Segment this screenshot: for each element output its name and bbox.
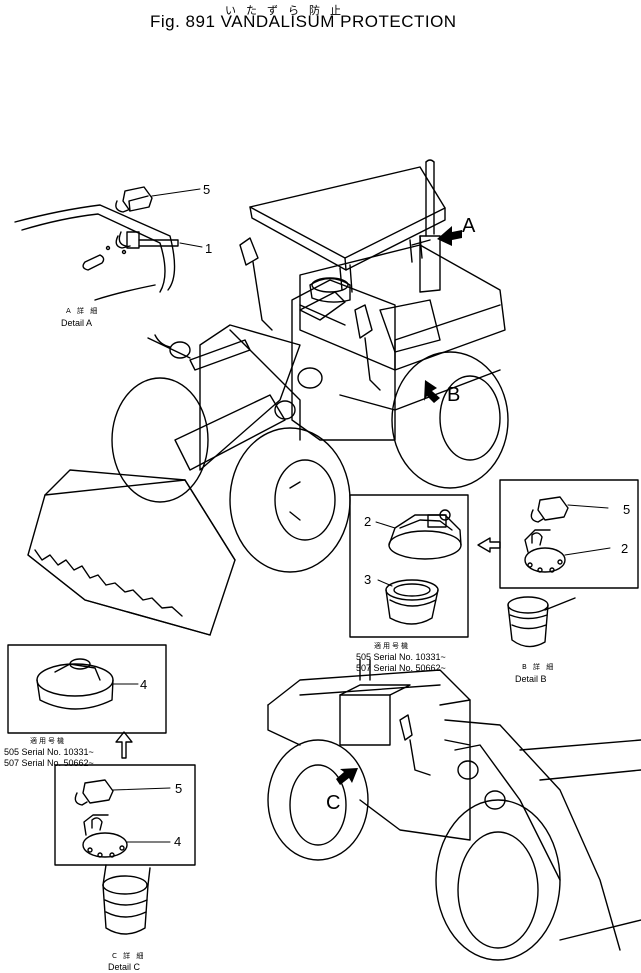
strainer-ring-icon (385, 579, 439, 625)
serial-line2-center: 507 Serial No. 50662~ (356, 663, 446, 673)
callout-3: 3 (364, 572, 372, 587)
padlock-icon (530, 496, 569, 523)
arrow-b-icon (424, 380, 440, 403)
callout-2-detail-b: 2 (621, 541, 629, 556)
detail-c-label: Detail C (108, 962, 141, 972)
detail-a-label: Detail A (61, 318, 93, 328)
callout-5-detail-c: 5 (175, 781, 183, 796)
callout-5-top: 5 (203, 182, 211, 197)
detail-b-label-jp: B 詳 細 (522, 663, 556, 671)
loader-rear-drawing (267, 659, 641, 961)
arrow-label-a: A (462, 215, 476, 237)
lock-icon (115, 231, 140, 249)
detail-c-drawing (54, 764, 196, 935)
arrow-label-c: C (326, 792, 341, 814)
callout-5-detail-b: 5 (623, 502, 631, 517)
arrow-label-b: B (447, 384, 461, 406)
detail-b-label: Detail B (515, 674, 547, 684)
serial-heading-center: 適用号機 (374, 642, 410, 650)
serial-heading-left: 適用号機 (30, 737, 66, 745)
filter-cap-icon (388, 509, 462, 560)
callout-2-center: 2 (364, 514, 372, 529)
detail-4-drawing (7, 644, 167, 759)
serial-line1-left: 505 Serial No. 10331~ (4, 747, 94, 757)
filter-cap-icon (36, 658, 114, 710)
title-japanese: いたずら防止 (225, 4, 351, 17)
serial-line1-center: 505 Serial No. 10331~ (356, 652, 446, 662)
detail-b-drawing (499, 479, 639, 648)
detail-c-label-jp: C 詳 細 (112, 952, 146, 960)
padlock-icon (74, 779, 114, 806)
fuel-cap-icon (82, 814, 128, 858)
callout-4-box: 4 (140, 677, 148, 692)
arrow-c-icon (336, 768, 358, 785)
arrow-a-icon (437, 226, 462, 246)
serial-line2-left: 507 Serial No. 50662~ (4, 758, 94, 768)
detail-a-label-jp: A 詳 細 (66, 307, 100, 315)
padlock-icon (115, 186, 153, 213)
detail-a-drawing (14, 186, 203, 301)
detail-cap-drawing (349, 494, 501, 638)
page-title: Fig. 891 VANDALISUM PROTECTION (150, 12, 457, 31)
callout-4-detail-c: 4 (174, 834, 182, 849)
loader-drawing (27, 159, 509, 636)
fuel-cap-icon (524, 529, 566, 573)
arrow-markers (336, 226, 462, 785)
callout-1: 1 (205, 241, 213, 256)
